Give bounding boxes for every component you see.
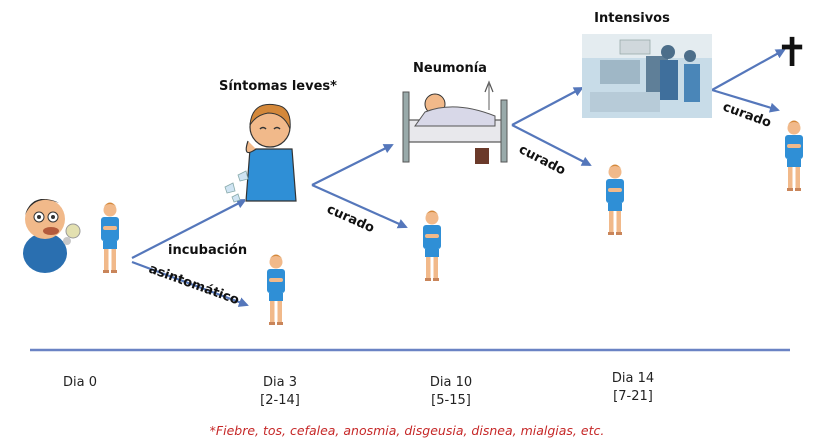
- hospital-bed-icon: [402, 80, 508, 164]
- person-icon-cured-3: [785, 120, 803, 191]
- edge-label-cured-1: curado: [324, 202, 376, 236]
- arrow-cured-3: [711, 88, 780, 113]
- person-icon-cured-1: [423, 210, 441, 281]
- cross-icon: ✝: [775, 30, 809, 76]
- person-icon-cured-2: [606, 164, 624, 235]
- arrow-cured-2: [511, 124, 592, 166]
- day14-range: [7-21]: [613, 389, 653, 404]
- arrow-cured-1: [311, 183, 408, 229]
- footnote: *Fiebre, tos, cefalea, anosmia, disgeusi…: [209, 423, 605, 438]
- timeline-day3: Dia 3 [2-14]: [250, 374, 310, 410]
- coughing-person-icon: [224, 103, 299, 203]
- day3-range: [2-14]: [260, 393, 300, 408]
- arrow-to-death: [711, 49, 786, 91]
- timeline-day14: Dia 14 [7-21]: [601, 370, 665, 406]
- arrow-to-pneumonia: [311, 144, 394, 186]
- day0-label: Dia 0: [63, 375, 97, 390]
- stage-title-icu: Intensivos: [594, 11, 670, 26]
- edge-label-cured-2: curado: [516, 142, 568, 178]
- day10-label: Dia 10: [429, 375, 473, 390]
- edge-label-asymptomatic: asintomático: [147, 262, 241, 309]
- day10-range: [5-15]: [431, 393, 471, 408]
- arrow-incubation: [131, 199, 247, 259]
- day3-label: Dia 3: [263, 375, 297, 390]
- day14-label: Dia 14: [611, 371, 655, 386]
- arrows: [131, 49, 786, 307]
- arrow-to-icu: [511, 87, 584, 126]
- person-icon-asymptomatic: [267, 254, 285, 325]
- edge-label-incubation: incubación: [168, 243, 247, 258]
- icu-photo-icon: [582, 34, 712, 118]
- stage-title-pneumonia: Neumonía: [413, 61, 487, 76]
- person-icon-day0: [101, 202, 119, 273]
- sick-man-icon: [23, 199, 81, 273]
- timeline-day0: Dia 0: [50, 374, 110, 392]
- arrow-asymptomatic: [131, 260, 249, 307]
- edge-label-cured-3: curado: [721, 100, 774, 131]
- stage-title-mild: Síntomas leves*: [219, 79, 337, 94]
- timeline-day10: Dia 10 [5-15]: [419, 374, 483, 410]
